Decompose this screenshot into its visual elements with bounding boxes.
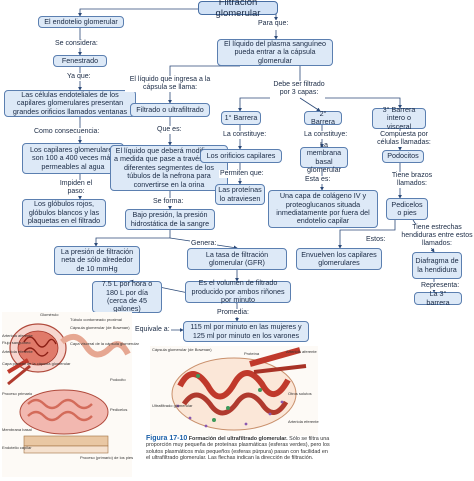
label-se-considera: Se considera: (54, 40, 99, 48)
node-podocitos: Podocitos (382, 150, 424, 163)
node-valor-ml: 115 ml por minuto en las mujeres y 125 m… (183, 321, 309, 342)
node-membrana-basal: La membrana basal glomerular (300, 140, 348, 174)
label-liquido-ingresa: El líquido que ingresa a la cápsula se l… (125, 76, 215, 92)
label-estos: Estos: (365, 236, 387, 244)
label-esta-es: Esta es: (304, 176, 332, 184)
fig-label-left-9: Proceso primario (2, 391, 33, 396)
node-valor-litros: 7.5 L por hora o 180 L por día (cerca de… (92, 279, 162, 313)
fig-label-right-2: Arteriola aferente (286, 349, 317, 354)
label-se-forma: Se forma: (152, 198, 185, 206)
node-globulos: Los glóbulos rojos, glóbulos blancos y l… (22, 199, 106, 227)
node-presion-hidrostatica: Bajo presión, la presión hidrostática de… (125, 209, 215, 230)
node-tercera-barrera: La 3° barrera (414, 289, 462, 306)
label-representa: Representa: (420, 282, 461, 290)
node-pedicelos: Pedicelos o pies (386, 198, 428, 220)
caption-subtitle: Formación del ultrafiltrado glomerular. (188, 436, 288, 442)
label-que-es: Que es: (156, 126, 183, 134)
fig-label-right-0: Cápsula glomerular (de Bowman) (152, 347, 212, 352)
fig-label-left-1: Arteriola aferente (2, 333, 33, 338)
glomerulus-illustration (150, 346, 318, 436)
page-title: Filtración glomerular (198, 0, 278, 19)
node-diafragma: Diafragma de la hendidura (412, 252, 462, 279)
fig-label-left-10: Pedicelos (110, 407, 128, 412)
fig-label-right-5: Ultrafiltrado glomerular (152, 403, 193, 408)
node-orificios: Los orificios capilares (200, 149, 282, 163)
node-celulas-endoteliales: Las células endoteliales de los capilare… (4, 90, 136, 117)
fig-label-left-4: Capa parietal de la cápsula glomerular (2, 361, 71, 366)
label-promedia: Promedia: (216, 309, 250, 317)
node-volumen-filtrado: Es el volumen de filtrado producido por … (185, 279, 291, 304)
node-filtrado: Filtrado o ultrafiltrado (130, 103, 210, 117)
node-capilares-porosos: Los capilares glomerulares son 100 a 400… (22, 143, 124, 174)
label-estrechas: Tiene estrechas hendiduras entre estos l… (400, 224, 474, 248)
node-envuelven: Envuelven los capilares glomerulares (296, 248, 382, 270)
figure-caption: Figura 17-10 Formación del ultrafiltrado… (146, 435, 332, 462)
label-consecuencia: Como consecuencia: (33, 128, 101, 136)
fig-label-left-0: Glomérulo (40, 312, 59, 317)
label-genera: Genera: (190, 240, 218, 248)
label-compuesta: Compuesta por células llamadas: (374, 131, 434, 147)
label-equivale: Equivale a: (134, 326, 171, 334)
nephron-illustration (2, 312, 132, 477)
label-impiden: Impiden el paso: (58, 180, 94, 196)
label-tienen-brazos: Tiene brazos llamados: (388, 172, 436, 188)
label-para-que: Para que: (257, 20, 290, 28)
node-barrera-2: 2° Barrera (304, 109, 342, 126)
fig-label-right-4: Arteriola eferente (288, 419, 319, 424)
node-barrera-1: 1° Barrera (221, 111, 261, 125)
fig-label-left-6: Cápsula glomerular (de Bowman) (70, 325, 130, 330)
node-presion-filtracion: La presión de filtración neta de sólo al… (54, 246, 140, 275)
fig-label-left-8: Podocito (110, 377, 126, 382)
caption-body: Sólo se filtra una proporción muy pequeñ… (146, 436, 330, 462)
fig-label-right-1: Proteína (244, 351, 260, 356)
node-proteinas: Las proteínas lo atraviesen (215, 184, 265, 205)
fig-label-left-7: Capa visceral de la cápsula glomerular (70, 341, 139, 346)
label-constituye-1: La constituye: (222, 131, 268, 139)
caption-title: Figura 17-10 (146, 435, 188, 442)
fig-label-left-13: Proceso (primario) de los pies (80, 455, 134, 460)
fig-label-left-12: Endotelio capilar (2, 445, 32, 450)
fig-label-left-5: Túbulo contorneado proximal (70, 317, 122, 322)
node-liquido-plasma: El líquido del plasma sanguíneo pueda en… (217, 39, 333, 66)
fig-label-left-11: Membrana basal (2, 427, 32, 432)
fig-label-left-2: Flujo sanguíneo (2, 340, 31, 345)
fig-label-left-3: Arteriola eferente (2, 349, 33, 354)
node-tasa-gfr: La tasa de filtración glomerular (GFR) (187, 248, 287, 270)
fig-label-right-3: Otros solutos (288, 391, 312, 396)
label-debe-ser: Debe ser filtrado por 3 capas: (270, 81, 328, 97)
label-permiten: Permiten que: (219, 170, 265, 178)
label-ya-que: Ya que: (66, 73, 92, 81)
node-capa-colageno: Una capa de colágeno IV y proteoglucanos… (268, 190, 378, 228)
node-endotelio: El endotelio glomerular (38, 16, 124, 28)
node-barrera-3: 3° Barrera intero o visceral (372, 105, 426, 130)
label-constituye-2: La constituye: (303, 131, 349, 139)
node-fenestrado: Fenestrado (53, 55, 107, 67)
